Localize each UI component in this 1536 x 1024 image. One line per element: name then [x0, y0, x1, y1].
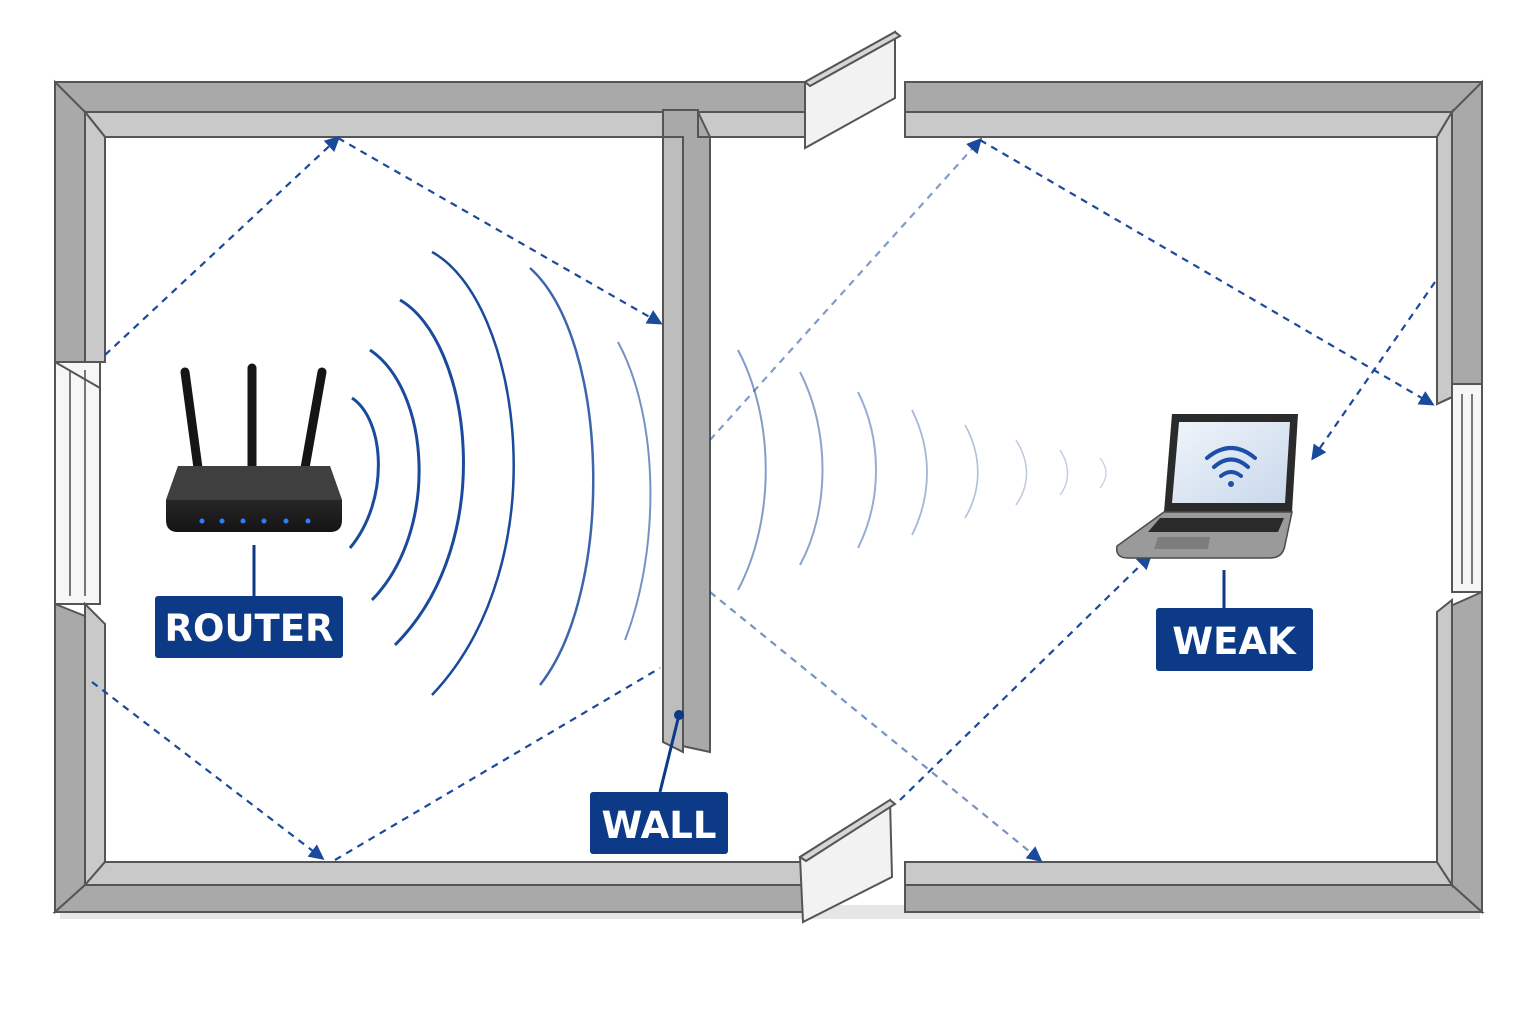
- walls: [52, 30, 1485, 924]
- wifi-icon: [1205, 446, 1257, 487]
- weak-wave-1: [737, 349, 767, 591]
- wall-label-text: WALL: [602, 804, 717, 847]
- weak-wave-4: [911, 409, 928, 536]
- weak-wave-5: [964, 424, 979, 519]
- wave-5: [529, 267, 595, 686]
- weak-label: WEAK: [1156, 608, 1313, 671]
- left-wall-lower-inner: [84, 601, 106, 888]
- top-wall-right-inner: [904, 111, 1454, 138]
- reflection-path: [104, 135, 341, 356]
- interior-wall-face: [662, 136, 684, 754]
- weak-wave-8: [1099, 457, 1107, 489]
- wave-1: [348, 396, 380, 549]
- reflection-path: [899, 553, 1153, 801]
- wall-pointer: [658, 710, 684, 793]
- wave-3: [393, 298, 465, 647]
- right-wall-lower-inner: [1436, 597, 1453, 889]
- laptop-icon: [1115, 414, 1298, 608]
- top-wall-left-inner: [82, 111, 664, 138]
- reflection-path: [1311, 281, 1436, 461]
- reflection-path: [337, 137, 663, 325]
- right-wall-upper-inner: [1436, 108, 1453, 406]
- weak-wave-2: [799, 371, 824, 566]
- router-icon: [166, 363, 342, 598]
- router-label-text: ROUTER: [165, 607, 334, 650]
- weak-wave-7: [1059, 449, 1069, 496]
- weak-label-text: WEAK: [1172, 620, 1297, 663]
- wall-label: WALL: [590, 792, 728, 854]
- weak-wave-6: [1015, 439, 1028, 506]
- wave-6: [617, 341, 652, 641]
- signal-waves-strong: [348, 250, 652, 696]
- reflection-path: [979, 139, 1435, 406]
- reflection-path-faint: [709, 591, 1043, 862]
- bottom-wall-right-inner: [904, 861, 1454, 886]
- right-window: [1451, 383, 1483, 593]
- left-window: [54, 361, 101, 605]
- bottom-wall-left-inner: [82, 861, 806, 886]
- left-wall-upper-inner: [84, 109, 106, 363]
- router-label: ROUTER: [155, 596, 343, 658]
- bottom-door: [798, 798, 894, 924]
- wave-2: [369, 348, 421, 602]
- reflection-paths: [91, 135, 1436, 862]
- reflection-path-faint: [709, 137, 983, 441]
- top-door: [804, 30, 896, 150]
- top-wall-mid-inner: [696, 111, 806, 138]
- weak-wave-3: [857, 391, 877, 549]
- reflection-path: [334, 667, 661, 861]
- wave-4: [431, 250, 515, 696]
- reflection-path: [91, 681, 325, 860]
- signal-waves-weak: [737, 349, 1107, 591]
